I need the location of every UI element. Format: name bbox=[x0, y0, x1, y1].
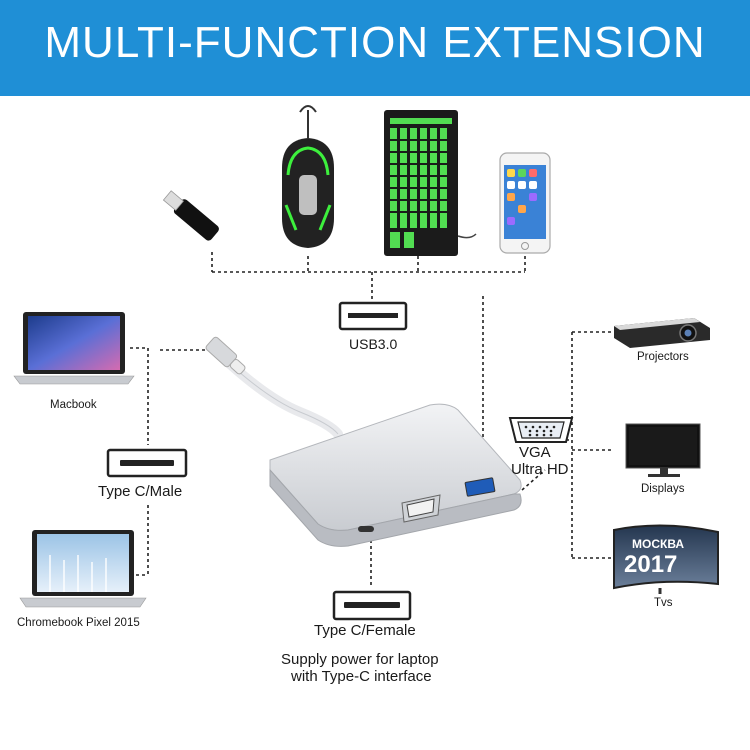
type-c-female-label: Type C/Female bbox=[314, 622, 416, 639]
vga-label-line1: VGA bbox=[519, 444, 551, 461]
header-banner: MULTI-FUNCTION EXTENSION bbox=[0, 0, 750, 96]
gaming-mouse-icon bbox=[282, 105, 334, 248]
type-c-female-port-icon bbox=[332, 590, 412, 621]
type-c-male-port-icon bbox=[106, 448, 188, 478]
power-label-line2: with Type-C interface bbox=[291, 668, 432, 685]
usb-stick-icon bbox=[162, 190, 219, 241]
vga-port-icon bbox=[508, 417, 574, 443]
keyboard-icon bbox=[384, 110, 477, 256]
smartphone-icon bbox=[499, 152, 551, 254]
monitor-icon bbox=[625, 423, 701, 477]
tv-icon: МОСКВА 2017 bbox=[613, 524, 719, 594]
type-c-male-label: Type C/Male bbox=[98, 483, 183, 500]
projectors-label: Projectors bbox=[637, 351, 689, 363]
macbook-label: Macbook bbox=[50, 399, 97, 411]
macbook-laptop-icon bbox=[13, 312, 135, 385]
vga-label-line2: Ultra HD bbox=[511, 461, 569, 478]
chromebook-laptop-icon bbox=[19, 530, 147, 608]
adapter-hub-icon bbox=[205, 336, 522, 547]
projector-icon bbox=[614, 318, 710, 348]
displays-label: Displays bbox=[641, 483, 685, 495]
page-title: MULTI-FUNCTION EXTENSION bbox=[44, 18, 706, 67]
tv-screen-text-2: 2017 bbox=[624, 551, 677, 578]
usb-port-icon bbox=[338, 301, 408, 331]
tvs-label: Tvs bbox=[654, 597, 673, 609]
power-label-line1: Supply power for laptop bbox=[281, 651, 439, 668]
usb-label: USB3.0 bbox=[349, 336, 398, 352]
tv-screen-text-1: МОСКВА bbox=[632, 537, 684, 551]
chromebook-label: Chromebook Pixel 2015 bbox=[17, 617, 140, 629]
